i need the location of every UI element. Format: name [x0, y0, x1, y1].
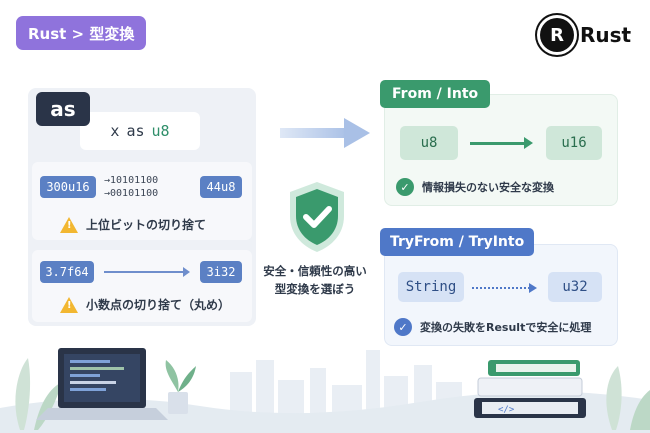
from-into-source: u8 — [400, 126, 458, 160]
shield-check-icon — [290, 182, 344, 252]
warning-icon — [60, 296, 78, 313]
note-truncation-text: 上位ビットの切り捨て — [86, 218, 207, 232]
try-from-title: TryFrom / TryInto — [380, 228, 535, 256]
center-caption-line2: 型変換を選ぼう — [274, 282, 356, 296]
note-truncation: 上位ビットの切り捨て — [60, 216, 206, 233]
laptop-icon — [36, 348, 168, 420]
svg-text:</>: </> — [498, 405, 515, 415]
books-icon: </> — [474, 360, 586, 418]
code-type: u8 — [151, 122, 170, 140]
from-chip-300u16: 300u16 — [40, 176, 96, 198]
to-chip-44u8: 44u8 — [200, 176, 242, 198]
arrow-right-icon — [104, 267, 190, 277]
to-chip-3i32: 3i32 — [200, 261, 242, 283]
from-into-target: u16 — [546, 126, 602, 160]
try-from-source: String — [398, 272, 464, 302]
try-from-target: u32 — [548, 272, 602, 302]
arrow-right-icon — [470, 137, 533, 149]
try-from-note: ✓ 変換の失敗をResultで安全に処理 — [394, 318, 591, 336]
try-from-note-text: 変換の失敗をResultで安全に処理 — [420, 321, 592, 334]
bits-top: →10101100 — [104, 175, 159, 186]
from-into-note: ✓ 情報損失のない安全な変換 — [396, 178, 554, 196]
check-circle-icon: ✓ — [394, 318, 412, 336]
warning-icon — [60, 216, 78, 233]
from-chip-3.7f64: 3.7f64 — [40, 261, 94, 283]
from-into-note-text: 情報損失のない安全な変換 — [422, 181, 554, 194]
from-into-title: From / Into — [380, 80, 491, 108]
rust-brand: R Rust — [540, 18, 631, 52]
arrow-right-icon — [280, 118, 370, 148]
rust-logo-icon: R — [540, 18, 574, 52]
footer-illustration: </> — [0, 348, 650, 433]
plant-icon — [165, 360, 196, 414]
note-rounding-text: 小数点の切り捨て（丸め） — [86, 298, 231, 312]
plant-icon — [606, 366, 650, 430]
arrow-right-icon — [472, 283, 537, 293]
note-rounding: 小数点の切り捨て（丸め） — [60, 296, 230, 313]
code-var: x — [110, 122, 120, 140]
as-tag: as — [36, 92, 90, 126]
check-circle-icon: ✓ — [396, 178, 414, 196]
bits-bottom: →00101100 — [104, 188, 159, 199]
breadcrumb[interactable]: Rust > 型変換 — [16, 16, 147, 50]
code-keyword: as — [126, 122, 145, 140]
center-caption-line1: 安全・信頼性の高い — [263, 264, 367, 278]
bit-pattern: →10101100 →00101100 — [104, 174, 158, 200]
brand-name: Rust — [580, 23, 632, 47]
as-code-example: x as u8 — [80, 112, 200, 150]
center-caption: 安全・信頼性の高い 型変換を選ぼう — [250, 262, 380, 298]
